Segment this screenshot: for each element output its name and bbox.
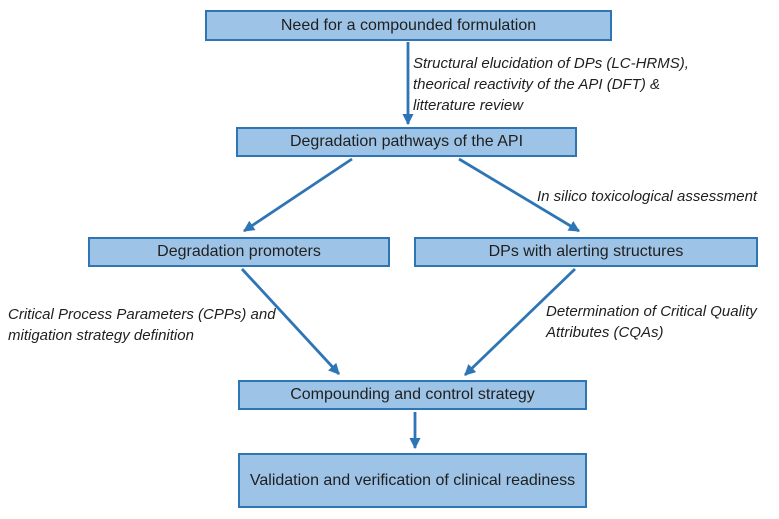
node-degradation-pathways: Degradation pathways of the API [236,127,577,157]
node-degradation-promoters: Degradation promoters [88,237,390,267]
annotation-structural-elucidation: Structural elucidation of DPs (LC-HRMS),… [413,53,753,116]
annotation-cpps-mitigation: Critical Process Parameters (CPPs) and m… [8,304,328,346]
annotation-line: mitigation strategy definition [8,327,194,344]
annotation-line: theorical reactivity of the API (DFT) & [413,76,661,93]
annotation-line: Structural elucidation of DPs (LC-HRMS), [413,55,689,72]
node-need-for-compounded-formulation: Need for a compounded formulation [205,10,612,41]
arrow-pathways-to-promoters [243,157,353,233]
annotation-cqas-determination: Determination of Critical Quality Attrib… [546,301,776,343]
annotation-line: litterature review [413,97,524,114]
annotation-line: Determination of Critical Quality [546,303,757,320]
node-dps-alerting-structures: DPs with alerting structures [414,237,758,267]
node-validation-verification: Validation and verification of clinical … [238,453,587,508]
annotation-line: In silico toxicological assessment [537,188,758,205]
annotation-line: Attributes (CQAs) [546,324,664,341]
annotation-in-silico-assessment: In silico toxicological assessment [537,186,777,207]
annotation-line: Critical Process Parameters (CPPs) and [8,306,276,323]
node-compounding-control-strategy: Compounding and control strategy [238,380,587,410]
